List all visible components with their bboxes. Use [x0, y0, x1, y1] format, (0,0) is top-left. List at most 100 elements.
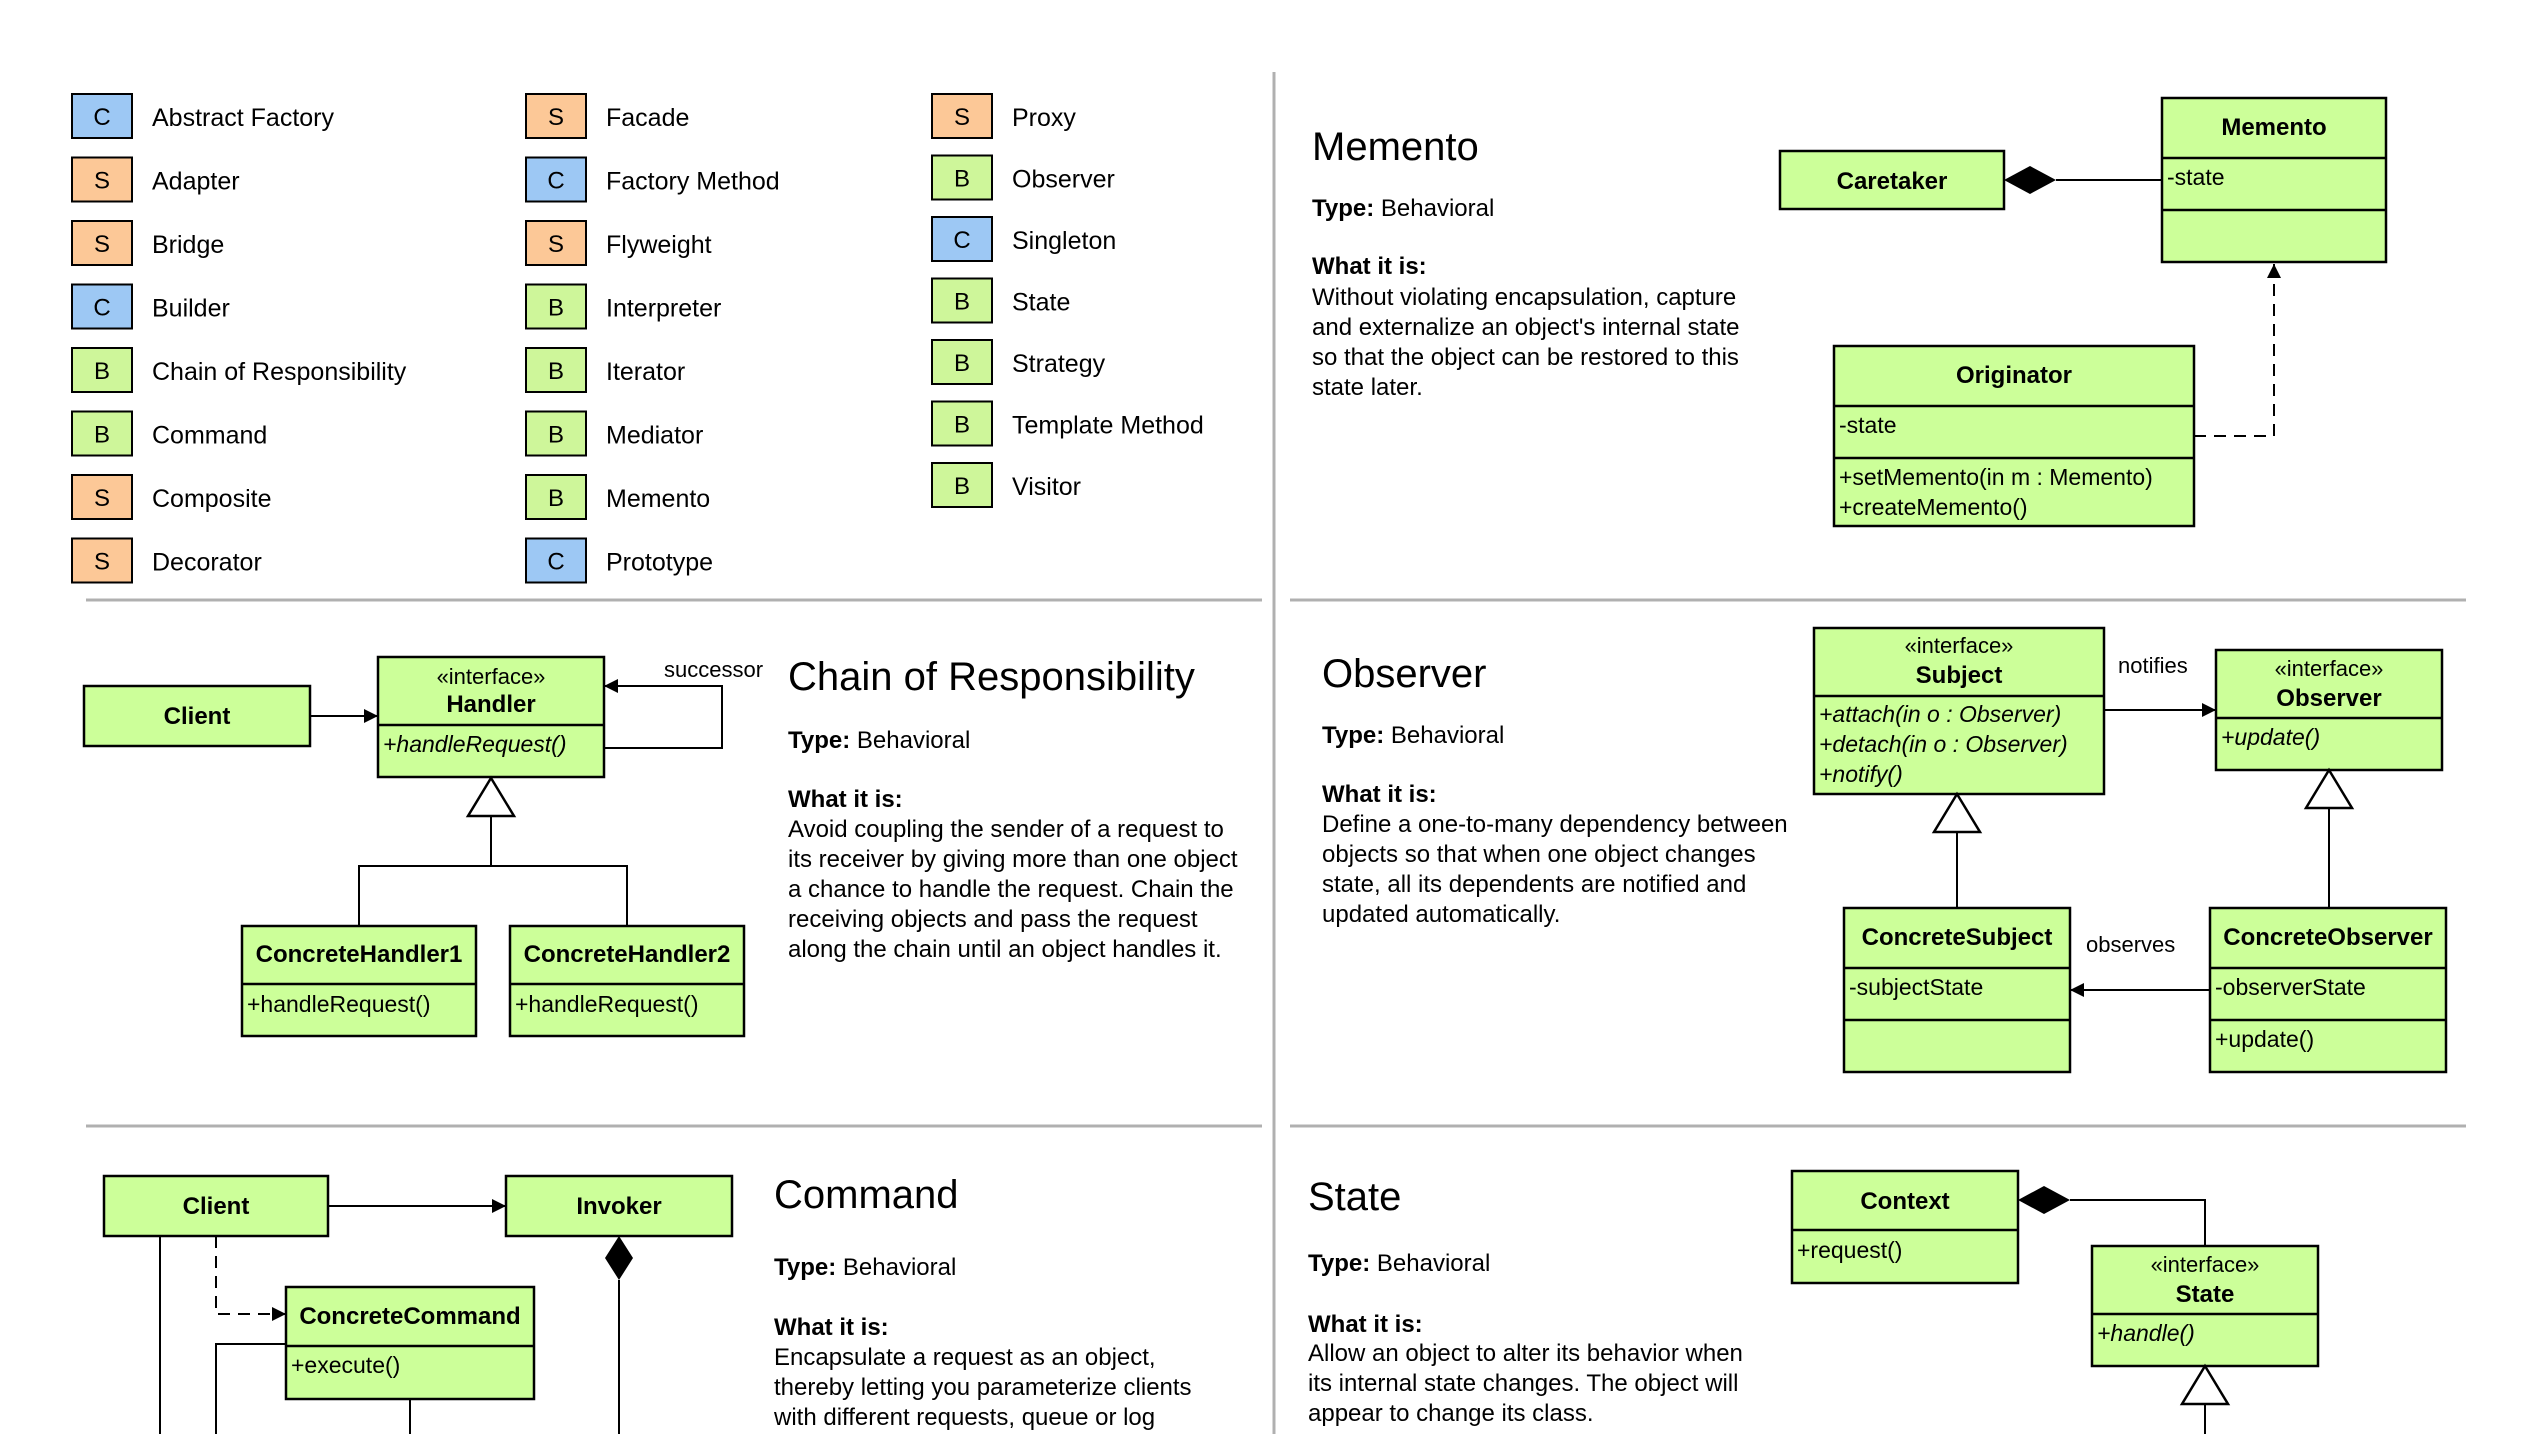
state-interface: «interface» State +handle()	[2090, 1244, 2320, 1368]
legend-label: Decorator	[152, 549, 262, 577]
context-composition-diamond	[2018, 1186, 2070, 1214]
command-title: Command	[774, 1173, 959, 1217]
legend-label: Adapter	[152, 168, 240, 196]
observer-interface-op: +update()	[2221, 724, 2320, 750]
legend-label: Command	[152, 422, 267, 450]
chain-client-name: Client	[164, 703, 231, 730]
legend-badge-letter: S	[548, 231, 564, 258]
concrete-subject-attr: -subjectState	[1849, 974, 1983, 1000]
concrete-handler-2-name: ConcreteHandler2	[524, 941, 731, 968]
observer-what-label: What it is:	[1322, 781, 1437, 808]
legend-badge-letter: B	[954, 166, 970, 193]
concrete-handler-1-name: ConcreteHandler1	[256, 941, 463, 968]
legend-item-iterator: B Iterator	[525, 347, 685, 393]
legend-badge-box	[931, 277, 993, 324]
invoker-name: Invoker	[576, 1193, 661, 1220]
concrete-handler-2-class: ConcreteHandler2 +handleRequest()	[508, 924, 746, 1038]
legend-label: Memento	[606, 485, 710, 513]
legend-label: Visitor	[1012, 473, 1081, 501]
legend-badge-letter: B	[954, 412, 970, 439]
legend-item-builder: C Builder	[71, 283, 230, 330]
legend-badge-letter: S	[548, 104, 564, 131]
originator-memento-dependency	[2194, 264, 2281, 437]
concrete-handler-2-op: +handleRequest()	[515, 991, 698, 1017]
legend-badge-letter: C	[93, 104, 110, 131]
legend-badge-letter: C	[93, 295, 110, 322]
chain-what-label: What it is:	[788, 786, 903, 813]
concrete-observer-class: ConcreteObserver -observerState +update(…	[2208, 906, 2448, 1074]
legend-label: Facade	[606, 104, 689, 132]
legend-badge-letter: S	[954, 104, 970, 131]
concrete-subject-class: ConcreteSubject -subjectState	[1842, 906, 2072, 1074]
observer-interface: «interface» Observer +update()	[2214, 648, 2444, 772]
legend-badge-box	[525, 93, 587, 139]
originator-op-1: +setMemento(in m : Memento)	[1839, 464, 2153, 490]
legend-badge-box	[525, 156, 587, 203]
memento-class: Memento -state	[2160, 96, 2388, 264]
originator-op-2: +createMemento()	[1839, 494, 2028, 520]
legend-badge-letter: B	[94, 422, 110, 449]
memento-what-label: What it is:	[1312, 253, 1427, 280]
legend-badge-letter: B	[548, 422, 564, 449]
memento-description: Without violating encapsulation, capture…	[1312, 284, 1746, 401]
state-description: Allow an object to alter its behavior wh…	[1308, 1340, 1750, 1427]
concrete-command-name: ConcreteCommand	[299, 1303, 520, 1330]
legend-badge-box	[525, 283, 587, 330]
legend-label: Iterator	[606, 358, 685, 386]
legend-badge-box	[71, 220, 133, 266]
legend-badge-box	[931, 216, 993, 262]
composition-diamond	[2004, 166, 2056, 194]
legend-badge-letter: B	[954, 350, 970, 377]
concrete-observer-op: +update()	[2215, 1026, 2314, 1052]
context-class: Context +request()	[1790, 1169, 2020, 1285]
observer-title: Observer	[1322, 652, 1487, 696]
chain-type: Type: Behavioral	[788, 727, 970, 754]
command-description: Encapsulate a request as an object, ther…	[773, 1344, 1198, 1431]
legend-item-facade: S Facade	[525, 93, 689, 139]
originator-class: Originator -state +setMemento(in m : Mem…	[1832, 344, 2196, 528]
legend-label: Builder	[152, 295, 230, 323]
concrete-subject-name: ConcreteSubject	[1862, 924, 2053, 951]
legend-label: Observer	[1012, 166, 1115, 194]
command-client-name: Client	[183, 1193, 250, 1220]
legend-badge-letter: B	[954, 289, 970, 316]
legend-badge-letter: S	[94, 485, 110, 512]
notifies-label: notifies	[2118, 653, 2188, 678]
legend-badge-letter: C	[547, 168, 564, 195]
legend-label: Bridge	[152, 231, 224, 259]
legend-label: Prototype	[606, 549, 713, 577]
legend-badge-box	[931, 154, 993, 201]
state-interface-op: +handle()	[2097, 1320, 2195, 1346]
invoker-class: Invoker	[504, 1174, 734, 1238]
legend-label: Composite	[152, 485, 272, 513]
concrete-command-receiver-line	[215, 1343, 286, 1434]
legend-label: Interpreter	[606, 295, 721, 323]
successor-self-association	[604, 679, 723, 749]
concrete-handler-1-op: +handleRequest()	[247, 991, 430, 1017]
memento-section: Memento Type: Behavioral What it is: Wit…	[1312, 96, 2388, 528]
state-what-label: What it is:	[1308, 1311, 1423, 1338]
memento-title: Memento	[1312, 125, 1479, 169]
legend-badge-box	[525, 474, 587, 520]
legend-badge-letter: B	[548, 358, 564, 385]
command-section: Command Type: Behavioral What it is: Enc…	[102, 1173, 1198, 1434]
legend-badge-box	[525, 347, 587, 393]
legend-badge-letter: S	[94, 549, 110, 576]
legend-badge-box	[71, 537, 133, 584]
context-op: +request()	[1797, 1237, 1902, 1263]
legend-badge-letter: S	[94, 168, 110, 195]
legend-label: Strategy	[1012, 350, 1106, 378]
handler-interface: «interface» Handler +handleRequest()	[376, 655, 606, 779]
subject-inheritance-triangle	[1931, 791, 1983, 834]
observer-section: Observer Type: Behavioral What it is: De…	[1322, 626, 2448, 1074]
subject-interface: «interface» Subject +attach(in o : Obser…	[1812, 626, 2106, 796]
